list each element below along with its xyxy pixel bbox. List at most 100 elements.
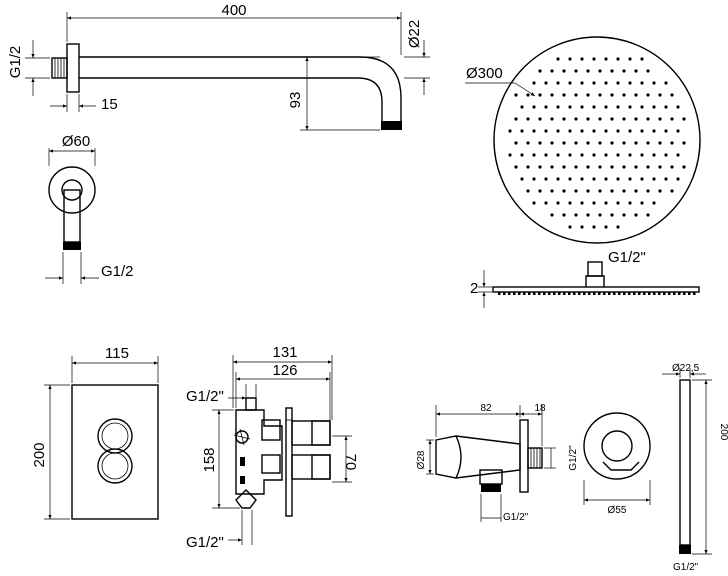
nozzle-dot <box>538 141 542 145</box>
nozzle-dot <box>562 117 566 121</box>
nozzle-dot <box>676 177 680 181</box>
side-nozzle-tip <box>663 292 666 295</box>
nozzle-dot <box>652 177 656 181</box>
outlet-plate-depth-label: 18 <box>534 403 546 414</box>
nozzle-dot <box>550 189 554 193</box>
nozzle-dot <box>622 189 626 193</box>
nozzle-dot <box>526 141 530 145</box>
nozzle-dot <box>592 177 596 181</box>
nozzle-dot <box>580 153 584 157</box>
nozzle-dot <box>640 129 644 133</box>
nozzle-dot <box>682 165 686 169</box>
valve-height-label: 158 <box>201 447 218 472</box>
nozzle-dot <box>652 201 656 205</box>
nozzle-dot <box>652 153 656 157</box>
outlet-length-label: 82 <box>480 403 492 414</box>
arm-length-label: 400 <box>221 2 246 19</box>
hand-shower-handle <box>679 379 691 546</box>
nozzle-dot <box>652 105 656 109</box>
outlet-rosette <box>583 412 651 480</box>
nozzle-dot <box>550 213 554 217</box>
nozzle-dot <box>616 57 620 61</box>
side-nozzle-tip <box>503 292 506 295</box>
nozzle-dot <box>532 105 536 109</box>
outlet-hose-thread <box>481 484 501 492</box>
outlet-diameter-label: Ø28 <box>416 450 427 469</box>
nozzle-dot <box>670 93 674 97</box>
nozzle-dot <box>676 105 680 109</box>
rosette-diameter-label: Ø55 <box>608 505 627 516</box>
nozzle-dot <box>646 93 650 97</box>
nozzle-dot <box>610 189 614 193</box>
nozzle-dot <box>532 81 536 85</box>
nozzle-dot <box>550 93 554 97</box>
nozzle-dot <box>646 117 650 121</box>
side-nozzle-tip <box>508 292 511 295</box>
outlet-rosette-hook <box>602 461 640 471</box>
arm-tube-diameter-label: Ø22 <box>406 20 423 48</box>
nozzle-dot <box>514 93 518 97</box>
head-thickness-label: 2 <box>470 280 478 297</box>
nozzle-dot <box>544 129 548 133</box>
nozzle-dot <box>568 129 572 133</box>
side-nozzle-tip <box>543 292 546 295</box>
side-nozzle-tip <box>618 292 621 295</box>
side-nozzle-tip <box>608 292 611 295</box>
arm-flange-front-view: Ø60 G1/2 <box>45 133 134 284</box>
nozzle-dot <box>586 93 590 97</box>
side-nozzle-tip <box>553 292 556 295</box>
nozzle-dot <box>640 57 644 61</box>
side-nozzle-tip <box>638 292 641 295</box>
flange-rosette <box>48 166 96 214</box>
nozzle-dot <box>610 141 614 145</box>
side-nozzle-tip <box>533 292 536 295</box>
nozzle-dot <box>526 189 530 193</box>
arm-drop-label: 93 <box>287 92 304 109</box>
nozzle-dot <box>682 141 686 145</box>
nozzle-dot <box>658 117 662 121</box>
nozzle-dot <box>598 93 602 97</box>
nozzle-dot <box>562 141 566 145</box>
hand-shower-diameter-label: Ø22,5 <box>672 363 700 374</box>
side-nozzle-tip <box>593 292 596 295</box>
arm-tube-inner <box>79 77 383 122</box>
valve-bottom-outlet <box>235 489 257 509</box>
valve-wall-plate <box>285 407 293 517</box>
nozzle-dot <box>526 165 530 169</box>
nozzle-dot <box>580 57 584 61</box>
nozzle-dot <box>544 105 548 109</box>
nozzle-dot <box>664 153 668 157</box>
shower-arm-side-view: 400 Ø22 G1/2 15 93 <box>7 2 430 131</box>
nozzle-dot <box>676 153 680 157</box>
nozzle-dot <box>526 117 530 121</box>
nozzle-dot <box>634 213 638 217</box>
valve-bottom-thread-label: G1/2" <box>186 534 224 551</box>
side-nozzle-tip <box>538 292 541 295</box>
hand-shower-thread <box>679 545 691 554</box>
nozzle-dot <box>604 201 608 205</box>
head-side-nozzles <box>498 292 696 295</box>
outlet-holder-body <box>435 435 521 479</box>
nozzle-dot <box>568 81 572 85</box>
nozzle-dot <box>658 165 662 169</box>
outlet-bottom-thread-label: G1/2" <box>503 512 529 523</box>
nozzle-dot <box>598 69 602 73</box>
nozzle-dot <box>562 213 566 217</box>
side-nozzle-tip <box>658 292 661 295</box>
hand-shower-length-label: 200 <box>718 424 728 441</box>
valve-inlet-port <box>235 430 249 444</box>
nozzle-dot <box>598 117 602 121</box>
nozzle-dot <box>598 213 602 217</box>
nozzle-dot <box>598 189 602 193</box>
nozzle-dot <box>634 69 638 73</box>
nozzle-dot <box>616 225 620 229</box>
nozzle-dot <box>538 189 542 193</box>
nozzle-dot <box>598 141 602 145</box>
nozzle-dot <box>652 129 656 133</box>
nozzle-dot <box>622 213 626 217</box>
flange-thread-label: G1/2 <box>101 263 134 280</box>
nozzle-dot <box>586 213 590 217</box>
nozzle-dot <box>634 165 638 169</box>
nozzle-dot <box>610 69 614 73</box>
nozzle-dot <box>574 117 578 121</box>
